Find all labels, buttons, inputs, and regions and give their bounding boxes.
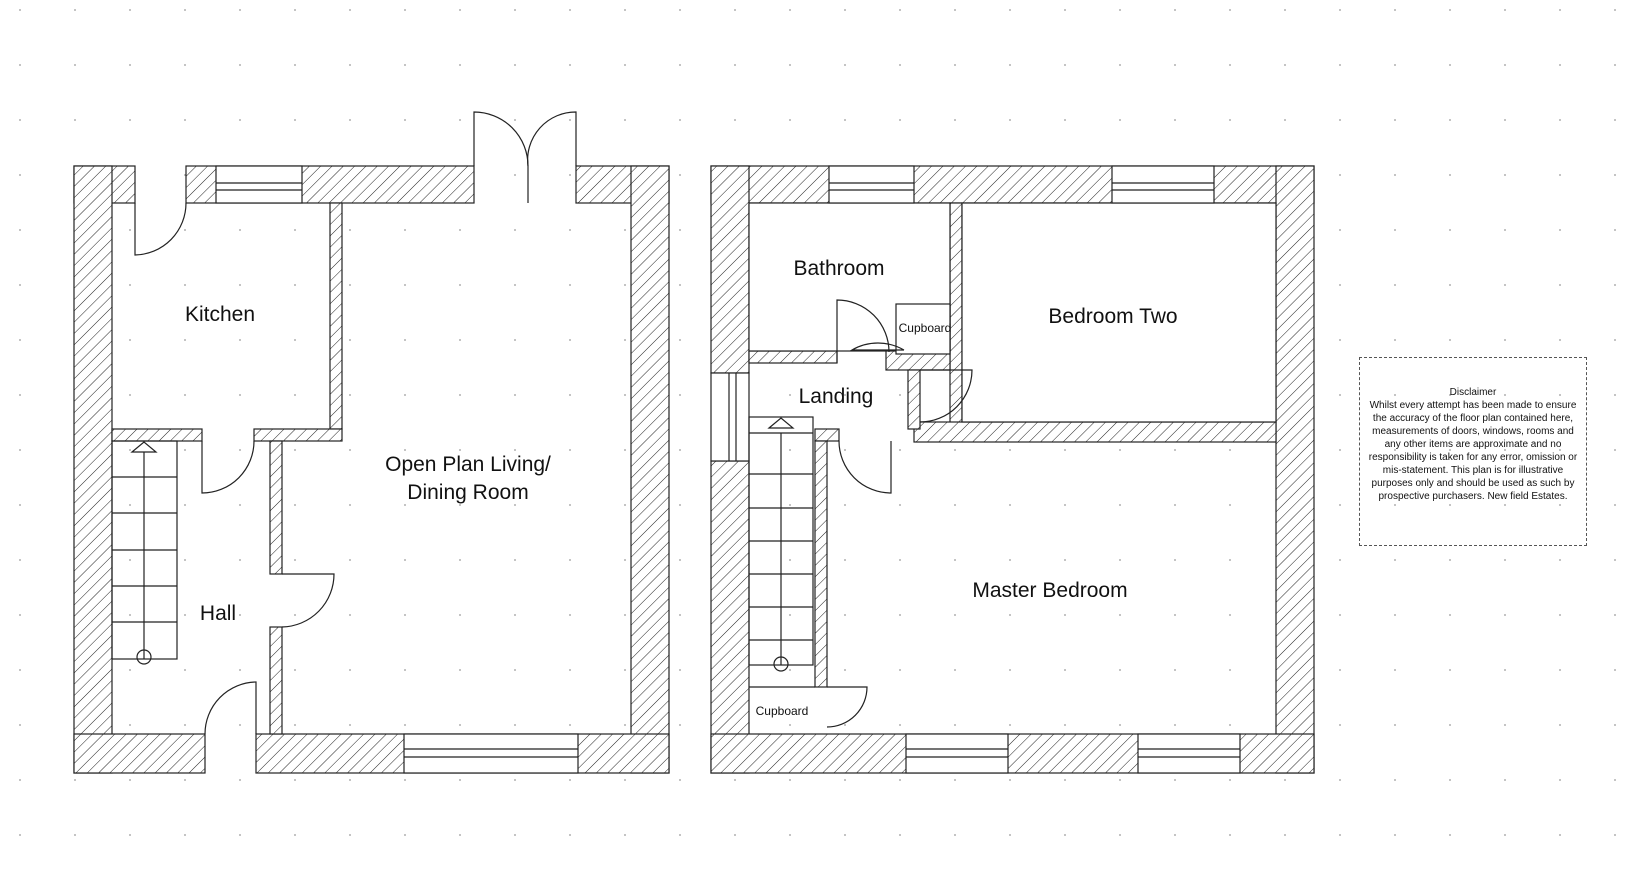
living-room-label-line2: Dining Room — [407, 481, 528, 504]
bathroom-window — [828, 165, 915, 204]
bedroom-two-door — [919, 369, 973, 423]
bedroom-two-window — [1111, 165, 1215, 204]
hall-label: Hall — [200, 602, 236, 625]
kitchen-label: Kitchen — [185, 303, 255, 326]
front-door — [204, 681, 257, 735]
wall — [748, 350, 838, 364]
disclaimer-box: Disclaimer Whilst every attempt has been… — [1359, 357, 1587, 546]
wall — [269, 440, 283, 575]
master-bedroom-door — [838, 440, 892, 494]
lower-cupboard-label: Cupboard — [756, 704, 809, 718]
disclaimer-title: Disclaimer — [1449, 387, 1497, 398]
kitchen-door — [201, 440, 255, 494]
wall — [329, 202, 343, 430]
living-room-window — [403, 733, 579, 774]
bathroom-door — [836, 299, 890, 363]
ground-floor — [73, 111, 670, 774]
kitchen-window — [215, 165, 303, 204]
living-room-door — [281, 573, 335, 628]
french-door-left — [473, 111, 529, 167]
master-window-right — [1137, 733, 1241, 774]
wall — [913, 421, 1277, 443]
master-bedroom-label: Master Bedroom — [972, 579, 1127, 602]
wall — [269, 626, 283, 735]
bedroom-two-area — [961, 202, 1277, 423]
lower-cupboard-door — [826, 686, 868, 728]
first-floor — [710, 165, 1315, 774]
kitchen-back-door — [134, 202, 187, 256]
wall — [111, 428, 203, 442]
landing-window — [710, 372, 750, 462]
wall — [73, 733, 206, 774]
wall — [710, 165, 1315, 204]
disclaimer-body: Whilst every attempt has been made to en… — [1368, 400, 1578, 502]
upper-cupboard-door — [849, 342, 905, 351]
bathroom-label: Bathroom — [793, 257, 884, 280]
master-window-left — [905, 733, 1009, 774]
bedroom-two-label: Bedroom Two — [1048, 305, 1177, 328]
first-floor-stairs — [748, 416, 814, 672]
upper-cupboard-area — [895, 303, 951, 355]
wall — [710, 165, 750, 374]
landing-label: Landing — [799, 385, 874, 408]
wall — [814, 440, 828, 688]
wall — [907, 369, 921, 430]
wall — [253, 428, 343, 442]
wall — [710, 460, 750, 774]
french-door-right — [527, 111, 577, 167]
wall — [814, 428, 840, 442]
upper-cupboard-label: Cupboard — [899, 321, 952, 335]
living-room-label-line1: Open Plan Living/ — [385, 453, 551, 476]
wall — [949, 202, 963, 430]
wall — [1275, 165, 1315, 774]
ground-stairs — [111, 440, 178, 665]
wall — [73, 165, 113, 774]
wall — [630, 165, 670, 774]
